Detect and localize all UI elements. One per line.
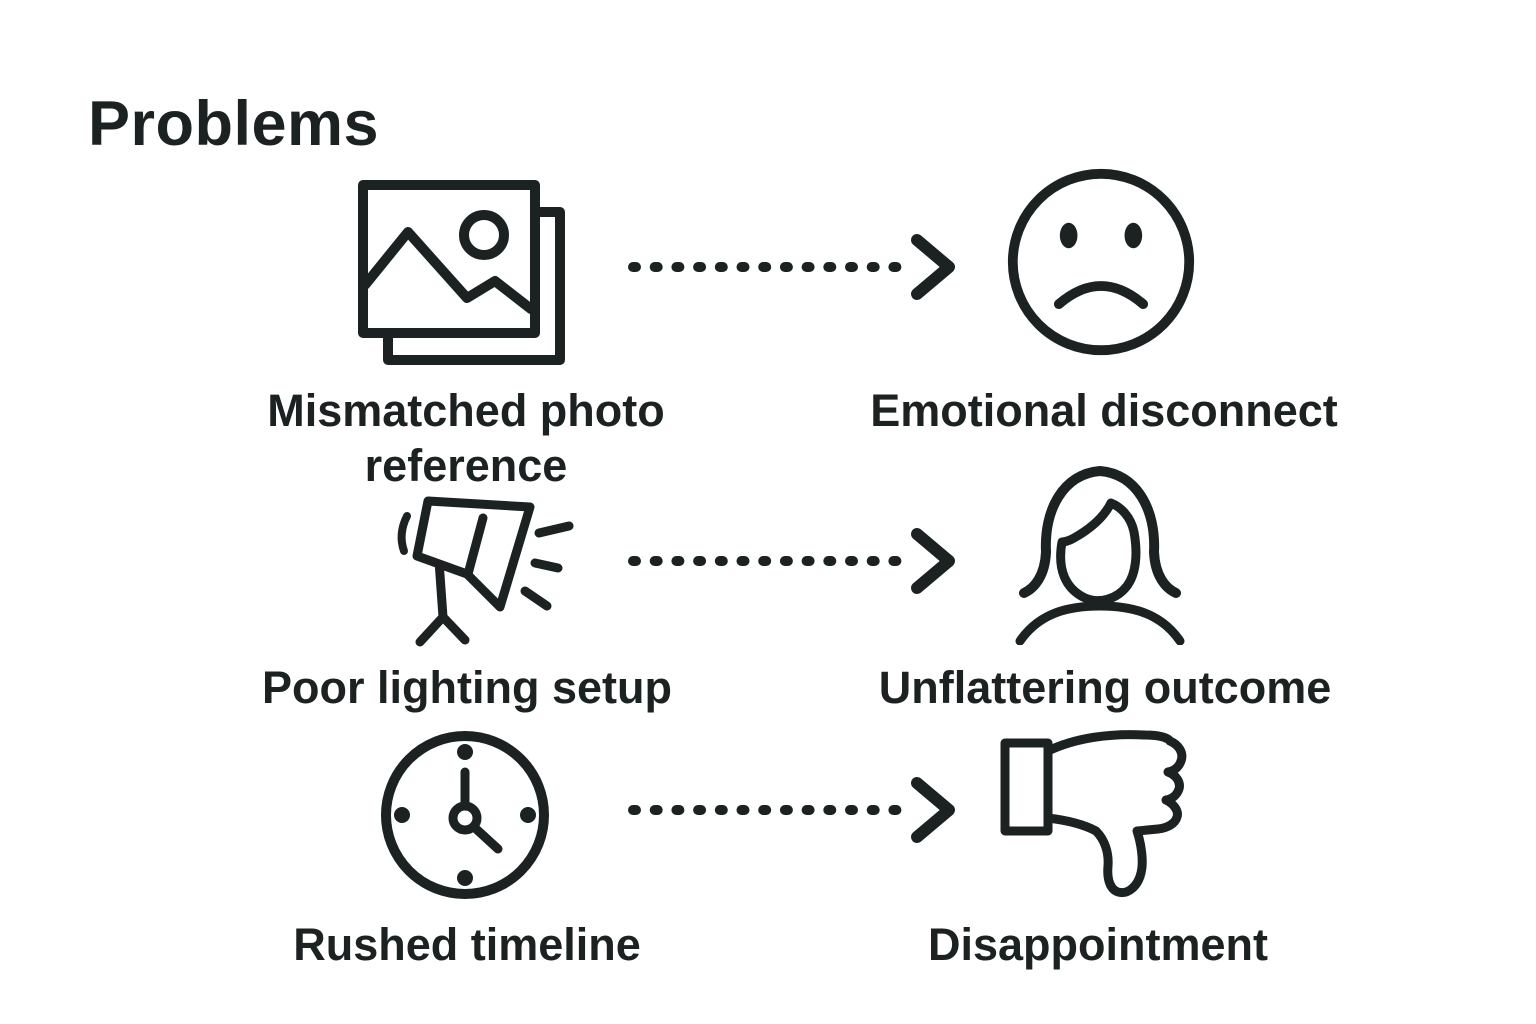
outcome-label: Unflattering outcome (878, 662, 1332, 713)
thumbs-down-icon (1000, 730, 1187, 898)
sad-face-icon (1007, 168, 1195, 356)
dashed-arrow-icon (628, 528, 955, 594)
woman-portrait-icon (1015, 466, 1185, 645)
problem-label: Mismatched photo reference (267, 385, 665, 491)
photo-stack-icon (358, 180, 565, 365)
problem-label: Poor lighting setup (262, 662, 672, 713)
outcome-label: Emotional disconnect (870, 385, 1338, 436)
problem-label: Rushed timeline (293, 919, 641, 970)
outcome-label: Disappointment (927, 919, 1268, 970)
dashed-arrow-icon (628, 234, 955, 300)
clock-icon (381, 731, 549, 899)
page-title: Problems (88, 89, 380, 159)
dashed-arrow-icon (628, 777, 955, 843)
studio-spotlight-icon (397, 496, 574, 647)
